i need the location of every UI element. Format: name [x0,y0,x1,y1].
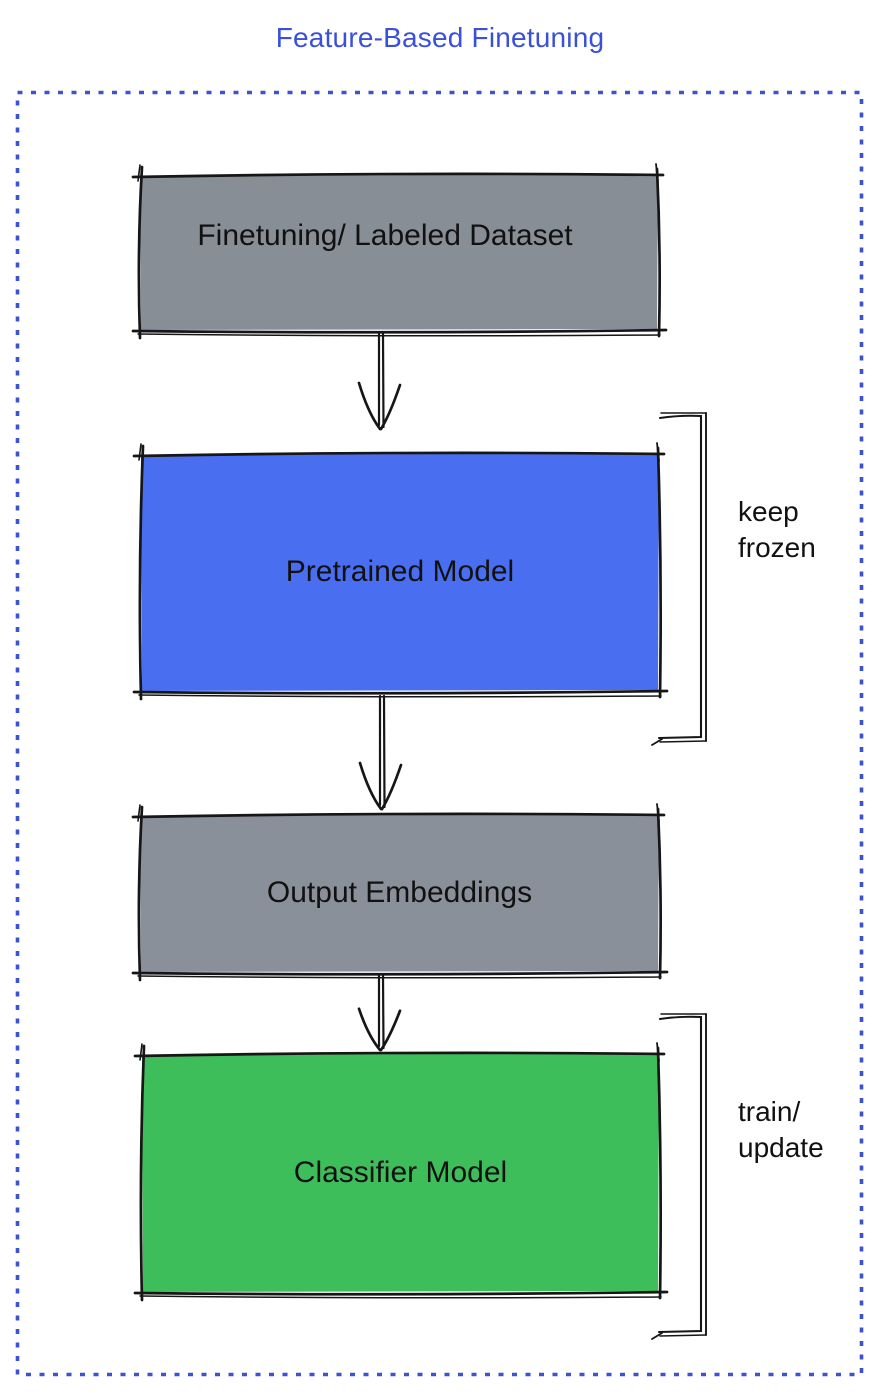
annotation-keep-frozen: keep frozen [738,496,816,563]
diagram-title: Feature-Based Finetuning [275,22,605,53]
annotation-train-update: train/ update [738,1096,824,1163]
